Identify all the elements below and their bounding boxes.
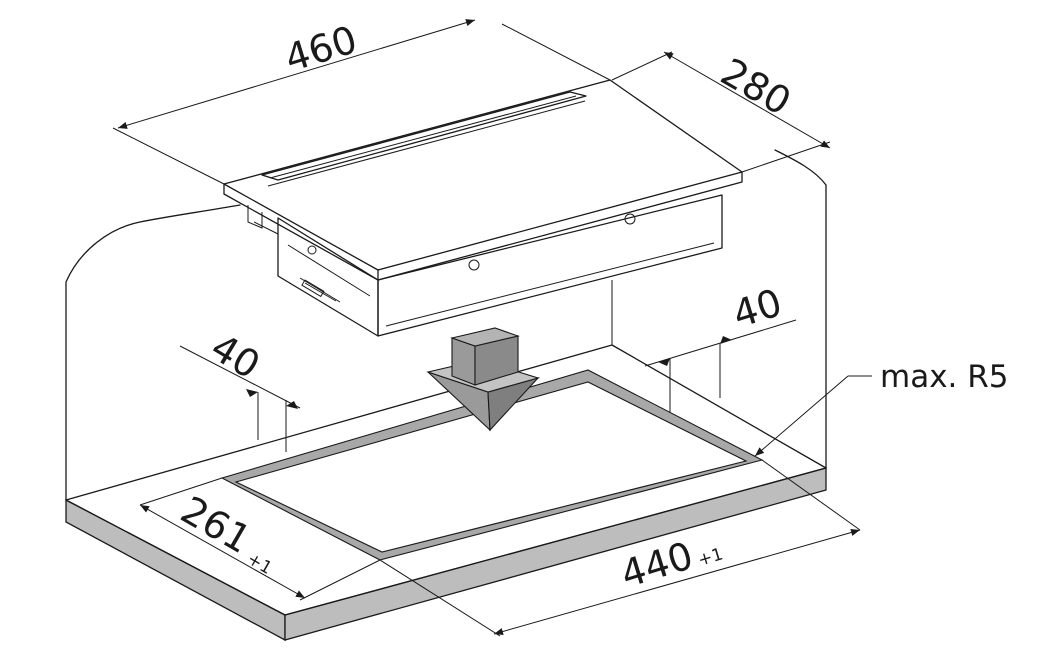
- radius-label: max. R5: [880, 359, 1009, 395]
- dim-hob-depth: 280: [611, 50, 831, 173]
- callout-corner-radius: max. R5: [754, 359, 1009, 457]
- worktop-side-face: [284, 467, 827, 641]
- dim-460-ext-right: [501, 23, 611, 81]
- dim-460-label: 460: [280, 17, 362, 80]
- hob-body: [247, 194, 723, 337]
- cabinet-outline: [65, 149, 827, 501]
- hob-body-bottom-edge: [385, 242, 715, 327]
- hob-left-bracket: [247, 205, 279, 235]
- dim-440-line: [493, 528, 861, 636]
- duct-connector: [425, 327, 540, 432]
- hob-clip-center: [468, 259, 480, 271]
- hob-glass-top: [223, 79, 743, 271]
- duct-box-top: [450, 327, 520, 347]
- hob-body-side: [377, 194, 723, 337]
- dim-261-ext-b: [299, 559, 381, 601]
- dim-40-left-label: 40: [203, 325, 267, 388]
- hob-clip-left: [307, 245, 317, 255]
- dim-40l-arrow-b: [286, 401, 298, 409]
- dim-40l-line: [179, 345, 301, 409]
- hob-label-plate: [301, 279, 325, 298]
- dim-261-ext-a: [139, 477, 223, 506]
- dim-440-ext-b: [761, 459, 861, 531]
- hob-clip-right: [624, 213, 636, 225]
- dim-261-label: 261: [174, 488, 259, 562]
- dim-261-line: [139, 504, 306, 599]
- hob-extractor-slot-inner: [267, 95, 586, 187]
- dim-280-label: 280: [714, 50, 799, 124]
- dim-40r-arrow-b: [720, 336, 732, 344]
- dim-40l-arrow-a: [246, 389, 258, 397]
- hob-glass-front-edge: [223, 183, 379, 281]
- cabinet-left-edge: [65, 204, 241, 501]
- radius-leader: [754, 375, 849, 457]
- dim-40-right-label: 40: [728, 280, 787, 336]
- hob-glass-side-edge: [377, 171, 743, 281]
- cabinet-right-edge: [774, 149, 827, 469]
- dim-460-ext-left: [112, 127, 225, 185]
- hob-glass: [223, 79, 743, 281]
- dim-440-tolerance: +1: [696, 544, 726, 570]
- dim-280-ext-front: [741, 141, 831, 173]
- dim-280-line: [663, 51, 831, 149]
- dim-left-margin: 40: [179, 325, 301, 452]
- hob-body-front: [277, 217, 379, 337]
- dim-280-ext-back: [611, 51, 673, 81]
- hob-body-detail: [287, 244, 371, 303]
- dim-261-tolerance: +1: [244, 549, 276, 579]
- dim-right-margin: 40: [644, 280, 797, 412]
- dim-40r-arrow-a: [658, 358, 670, 366]
- dim-460-line: [117, 19, 476, 129]
- dim-440-ext-a: [379, 559, 501, 637]
